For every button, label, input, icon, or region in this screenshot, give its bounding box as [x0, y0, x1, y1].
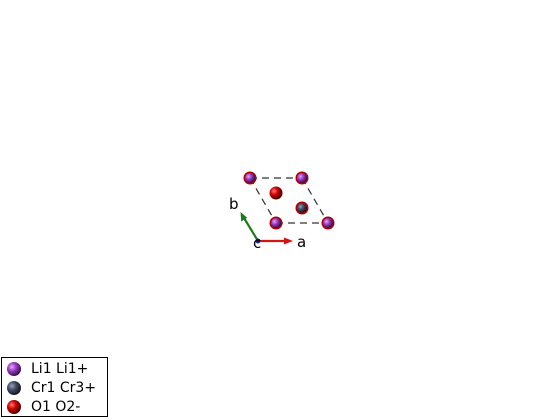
legend-item-o: O1 O2-	[6, 398, 80, 416]
legend-item-li: Li1 Li1+	[6, 360, 88, 378]
b-axis-arrowhead	[240, 212, 248, 222]
axis-triad: a b c	[229, 195, 306, 252]
atom-li-top-left[interactable]	[243, 171, 257, 185]
atoms	[243, 171, 335, 230]
unit-cell-edge-left	[249, 177, 277, 224]
legend-label-o: O1 O2-	[31, 399, 81, 415]
a-axis-label: a	[297, 233, 306, 251]
legend-label-cr: Cr1 Cr3+	[31, 380, 97, 396]
b-axis-arrow	[243, 217, 259, 242]
c-axis-marker	[255, 238, 261, 244]
atom-li-top-right[interactable]	[295, 171, 309, 185]
legend-label-li: Li1 Li1+	[31, 361, 89, 377]
atom-sphere-icon	[7, 400, 21, 414]
atom-cr-interior[interactable]	[295, 201, 309, 215]
atom-li-bottom-right[interactable]	[321, 216, 335, 230]
atom-o-interior[interactable]	[269, 186, 283, 200]
atom-li-bottom-left[interactable]	[269, 216, 283, 230]
unit-cell	[249, 177, 329, 224]
b-axis-label: b	[229, 195, 239, 213]
legend-item-cr: Cr1 Cr3+	[6, 379, 96, 397]
legend: Li1 Li1+ Cr1 Cr3+ O1 O2-	[1, 357, 108, 417]
atom-sphere-icon	[7, 362, 21, 376]
atom-sphere-icon	[7, 381, 21, 395]
unit-cell-edge-right	[301, 177, 329, 224]
a-axis-arrowhead	[284, 237, 293, 245]
c-axis-label: c	[253, 234, 261, 252]
